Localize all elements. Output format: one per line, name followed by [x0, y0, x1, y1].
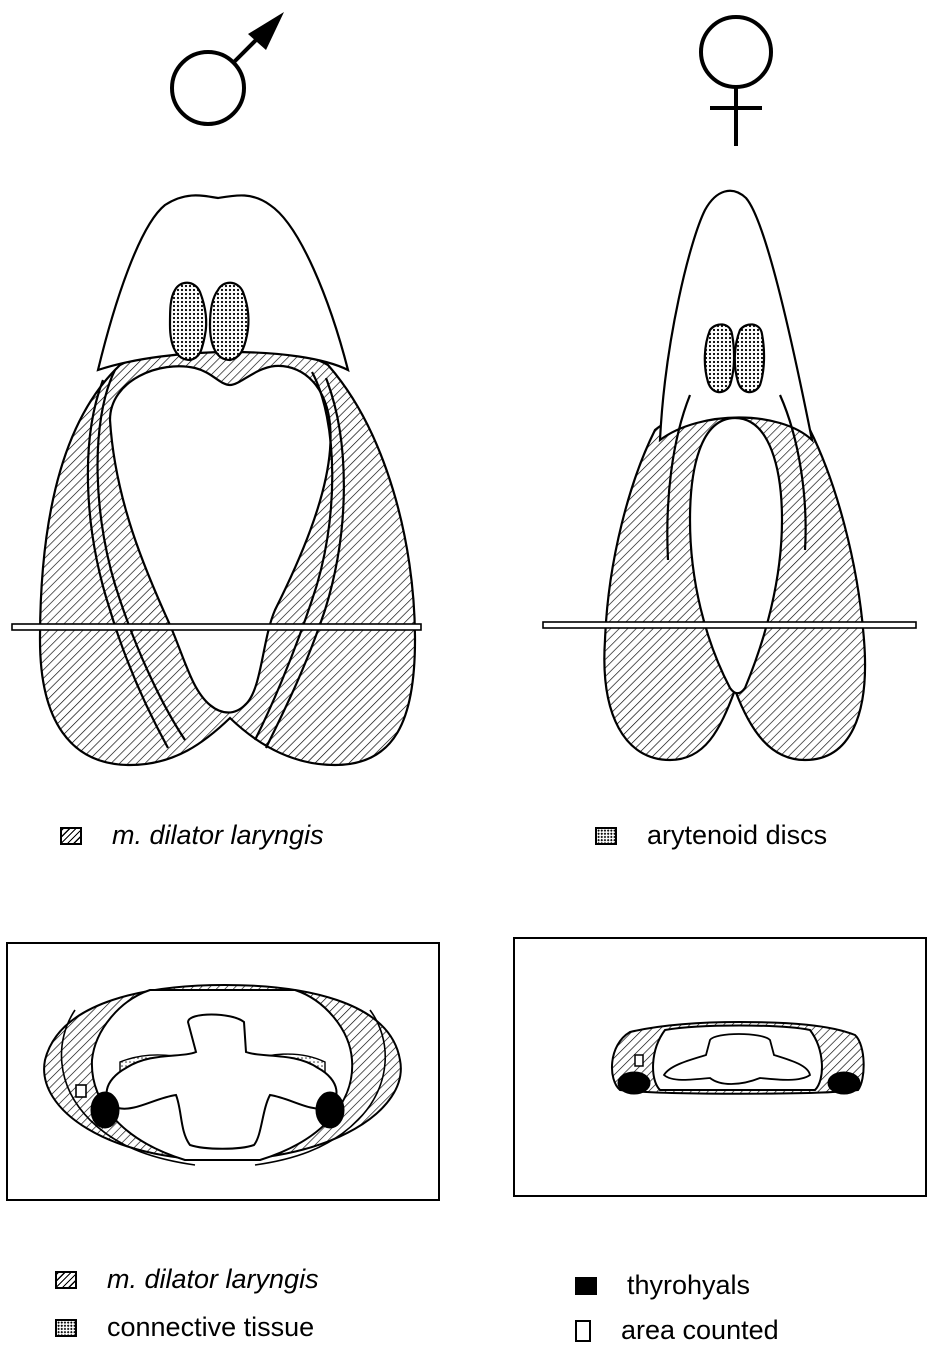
solid-black-swatch-icon	[575, 1277, 597, 1295]
female-arytenoid-disc-left	[705, 324, 734, 392]
hatched-swatch-icon	[55, 1271, 77, 1289]
legend-top-left: m. dilator laryngis	[60, 820, 324, 851]
legend-bottom-left-2: connective tissue	[55, 1312, 314, 1343]
male-section-line	[12, 624, 421, 630]
female-section-line	[543, 622, 916, 628]
legend-bottom-right-1: thyrohyals	[575, 1270, 750, 1301]
female-thyrohyal-left	[618, 1072, 650, 1094]
legend-label-thyrohyals: thyrohyals	[627, 1270, 750, 1301]
hatched-swatch-icon	[60, 827, 82, 845]
legend-bottom-left-1: m. dilator laryngis	[55, 1264, 319, 1295]
cross-hatched-swatch-icon	[595, 827, 617, 845]
female-symbol-icon	[701, 17, 771, 146]
empty-swatch-icon	[575, 1320, 591, 1342]
male-thyrohyal-right	[316, 1092, 344, 1128]
male-larynx-diagram	[12, 195, 421, 765]
legend-bottom-right-2: area counted	[575, 1315, 779, 1346]
male-cross-section-panel	[7, 943, 439, 1200]
female-cross-section-panel	[514, 938, 926, 1196]
male-arytenoid-disc-right	[210, 283, 248, 360]
female-larynx-diagram	[543, 191, 916, 760]
legend-label-dilator-top: m. dilator laryngis	[112, 820, 324, 851]
cross-hatched-swatch-icon	[55, 1319, 77, 1337]
male-arytenoid-disc-left	[170, 283, 206, 360]
legend-label-connective: connective tissue	[107, 1312, 314, 1343]
male-symbol-icon	[172, 12, 284, 124]
male-area-counted-marker	[76, 1085, 86, 1097]
legend-top-right: arytenoid discs	[595, 820, 827, 851]
male-thyrohyal-left	[91, 1092, 119, 1128]
female-arytenoid-disc-right	[735, 324, 764, 392]
female-area-counted-marker	[635, 1055, 643, 1066]
female-thyrohyal-right	[828, 1072, 860, 1094]
legend-label-arytenoid: arytenoid discs	[647, 820, 827, 851]
legend-label-area-counted: area counted	[621, 1315, 779, 1346]
legend-label-dilator-bottom: m. dilator laryngis	[107, 1264, 319, 1295]
female-glottis-outline	[660, 191, 812, 440]
